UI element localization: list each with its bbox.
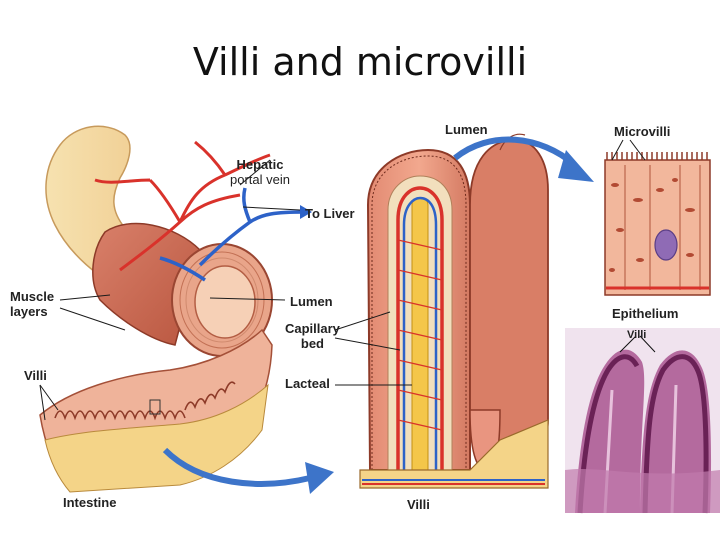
label-muscle-line2: layers bbox=[10, 304, 48, 319]
capillary-artery bbox=[396, 186, 444, 470]
leader-muscle-1 bbox=[59, 294, 111, 301]
organelles bbox=[609, 178, 695, 272]
villus-back-fold bbox=[469, 139, 549, 446]
intestine-illustration bbox=[39, 125, 312, 493]
label-muscle-layers: Muscle layers bbox=[10, 289, 54, 319]
label-villi-bottom: Villi bbox=[407, 497, 430, 512]
leader-lumen-mid bbox=[209, 297, 286, 301]
label-capillary-line2: bed bbox=[300, 336, 325, 351]
intestine-lumen bbox=[194, 265, 256, 339]
villi-row-2 bbox=[184, 381, 236, 411]
microvilli-brush bbox=[606, 152, 708, 160]
label-lacteal: Lacteal bbox=[285, 376, 330, 391]
leader-lines bbox=[39, 139, 646, 421]
ring-band bbox=[185, 257, 259, 343]
micrograph-lower-crypts bbox=[565, 468, 720, 513]
cell-nucleus bbox=[654, 229, 678, 261]
ring-band bbox=[179, 251, 265, 349]
label-microvilli: Microvilli bbox=[614, 124, 671, 139]
intestine-base bbox=[44, 383, 269, 493]
highlight-box bbox=[149, 399, 161, 415]
lumen-to-microvilli-arrowhead bbox=[558, 150, 594, 182]
leader-villi-2 bbox=[39, 384, 46, 421]
capillary-vein bbox=[402, 196, 438, 470]
intestine-to-villus-arrowhead bbox=[305, 462, 334, 494]
label-intestine: Intestine bbox=[63, 495, 117, 510]
leader-microvilli-1 bbox=[611, 139, 624, 161]
label-lumen-mid: Lumen bbox=[290, 294, 333, 309]
intestine-to-villus-arrow bbox=[162, 447, 311, 487]
label-lumen-top: Lumen bbox=[445, 122, 488, 137]
vein-branches bbox=[159, 187, 306, 282]
label-villi-photo: Villi bbox=[627, 329, 647, 341]
label-to-liver: To Liver bbox=[305, 206, 355, 221]
label-villi-left: Villi bbox=[24, 368, 47, 383]
villus-illustration bbox=[359, 133, 549, 489]
label-epithelium: Epithelium bbox=[612, 306, 679, 321]
micrograph-pointer bbox=[619, 335, 656, 353]
cell-borders bbox=[624, 165, 701, 290]
villi-row bbox=[54, 410, 186, 421]
epithelium-panel bbox=[604, 159, 711, 296]
leader-muscle-2 bbox=[59, 307, 126, 331]
label-hepatic-line2: portal vein bbox=[230, 172, 290, 187]
leader-capillary-2 bbox=[334, 337, 401, 351]
leader-hepatic bbox=[239, 159, 271, 186]
leader-capillary-1 bbox=[334, 311, 391, 331]
label-capillary-bed: Capillary bed bbox=[285, 321, 340, 351]
epithelium-inset bbox=[604, 152, 711, 296]
capillary-bed bbox=[397, 239, 443, 431]
leader-to-liver bbox=[242, 206, 301, 211]
leader-microvilli-2 bbox=[629, 139, 646, 161]
label-hepatic-portal-vein: Hepatic portal vein bbox=[230, 157, 290, 187]
villus-base bbox=[359, 419, 549, 489]
lumen-to-microvilli-arrow bbox=[453, 136, 577, 168]
label-capillary-line1: Capillary bbox=[285, 321, 340, 336]
label-muscle-line1: Muscle bbox=[10, 289, 55, 304]
label-hepatic-line1: Hepatic bbox=[236, 157, 284, 172]
artery-branches bbox=[94, 140, 271, 272]
micrograph-epithelium-right bbox=[642, 354, 709, 514]
villus-brush-border bbox=[371, 155, 467, 470]
slide-title: Villi and microvilli bbox=[192, 40, 528, 84]
villi-micrograph bbox=[565, 328, 720, 514]
leader-villi-1 bbox=[39, 384, 59, 411]
to-liver-arrowhead bbox=[300, 205, 312, 219]
